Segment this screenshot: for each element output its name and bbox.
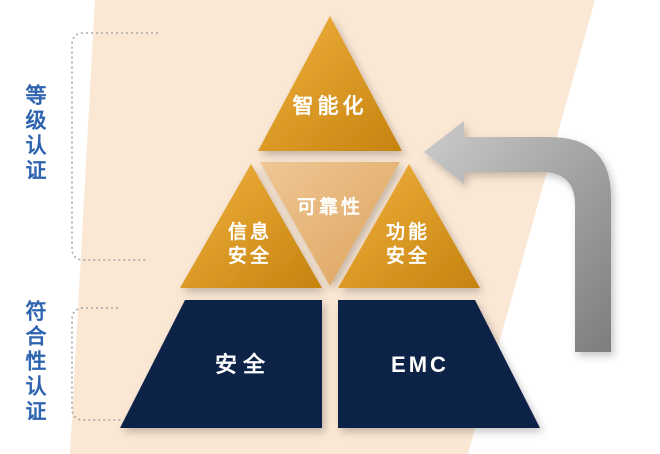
conformity-cert-bracket [71, 307, 122, 421]
triangle-reliability [260, 162, 400, 286]
trapezoid-safety [120, 300, 322, 428]
side-label-conformity-certification: 符合性认证 [23, 300, 46, 425]
label-functional-safety-line1: 功能 [386, 220, 430, 243]
triangle-intelligence [258, 16, 402, 151]
label-emc: EMC [391, 352, 449, 377]
triangle-information-security [180, 164, 322, 288]
label-functional-safety-line2: 安全 [386, 244, 430, 267]
triangle-functional-safety [338, 164, 480, 288]
label-intelligence: 智能化 [293, 94, 368, 118]
label-safety: 安全 [215, 352, 271, 377]
grade-cert-bracket [71, 32, 158, 261]
curved-arrow-icon [424, 121, 611, 352]
side-label-grade-certification: 等级认证 [23, 84, 46, 184]
trapezoid-emc [338, 300, 540, 428]
label-reliability: 可靠性 [297, 195, 363, 218]
label-information-security-line1: 信息 [228, 220, 272, 243]
label-information-security-line2: 安全 [228, 244, 272, 267]
